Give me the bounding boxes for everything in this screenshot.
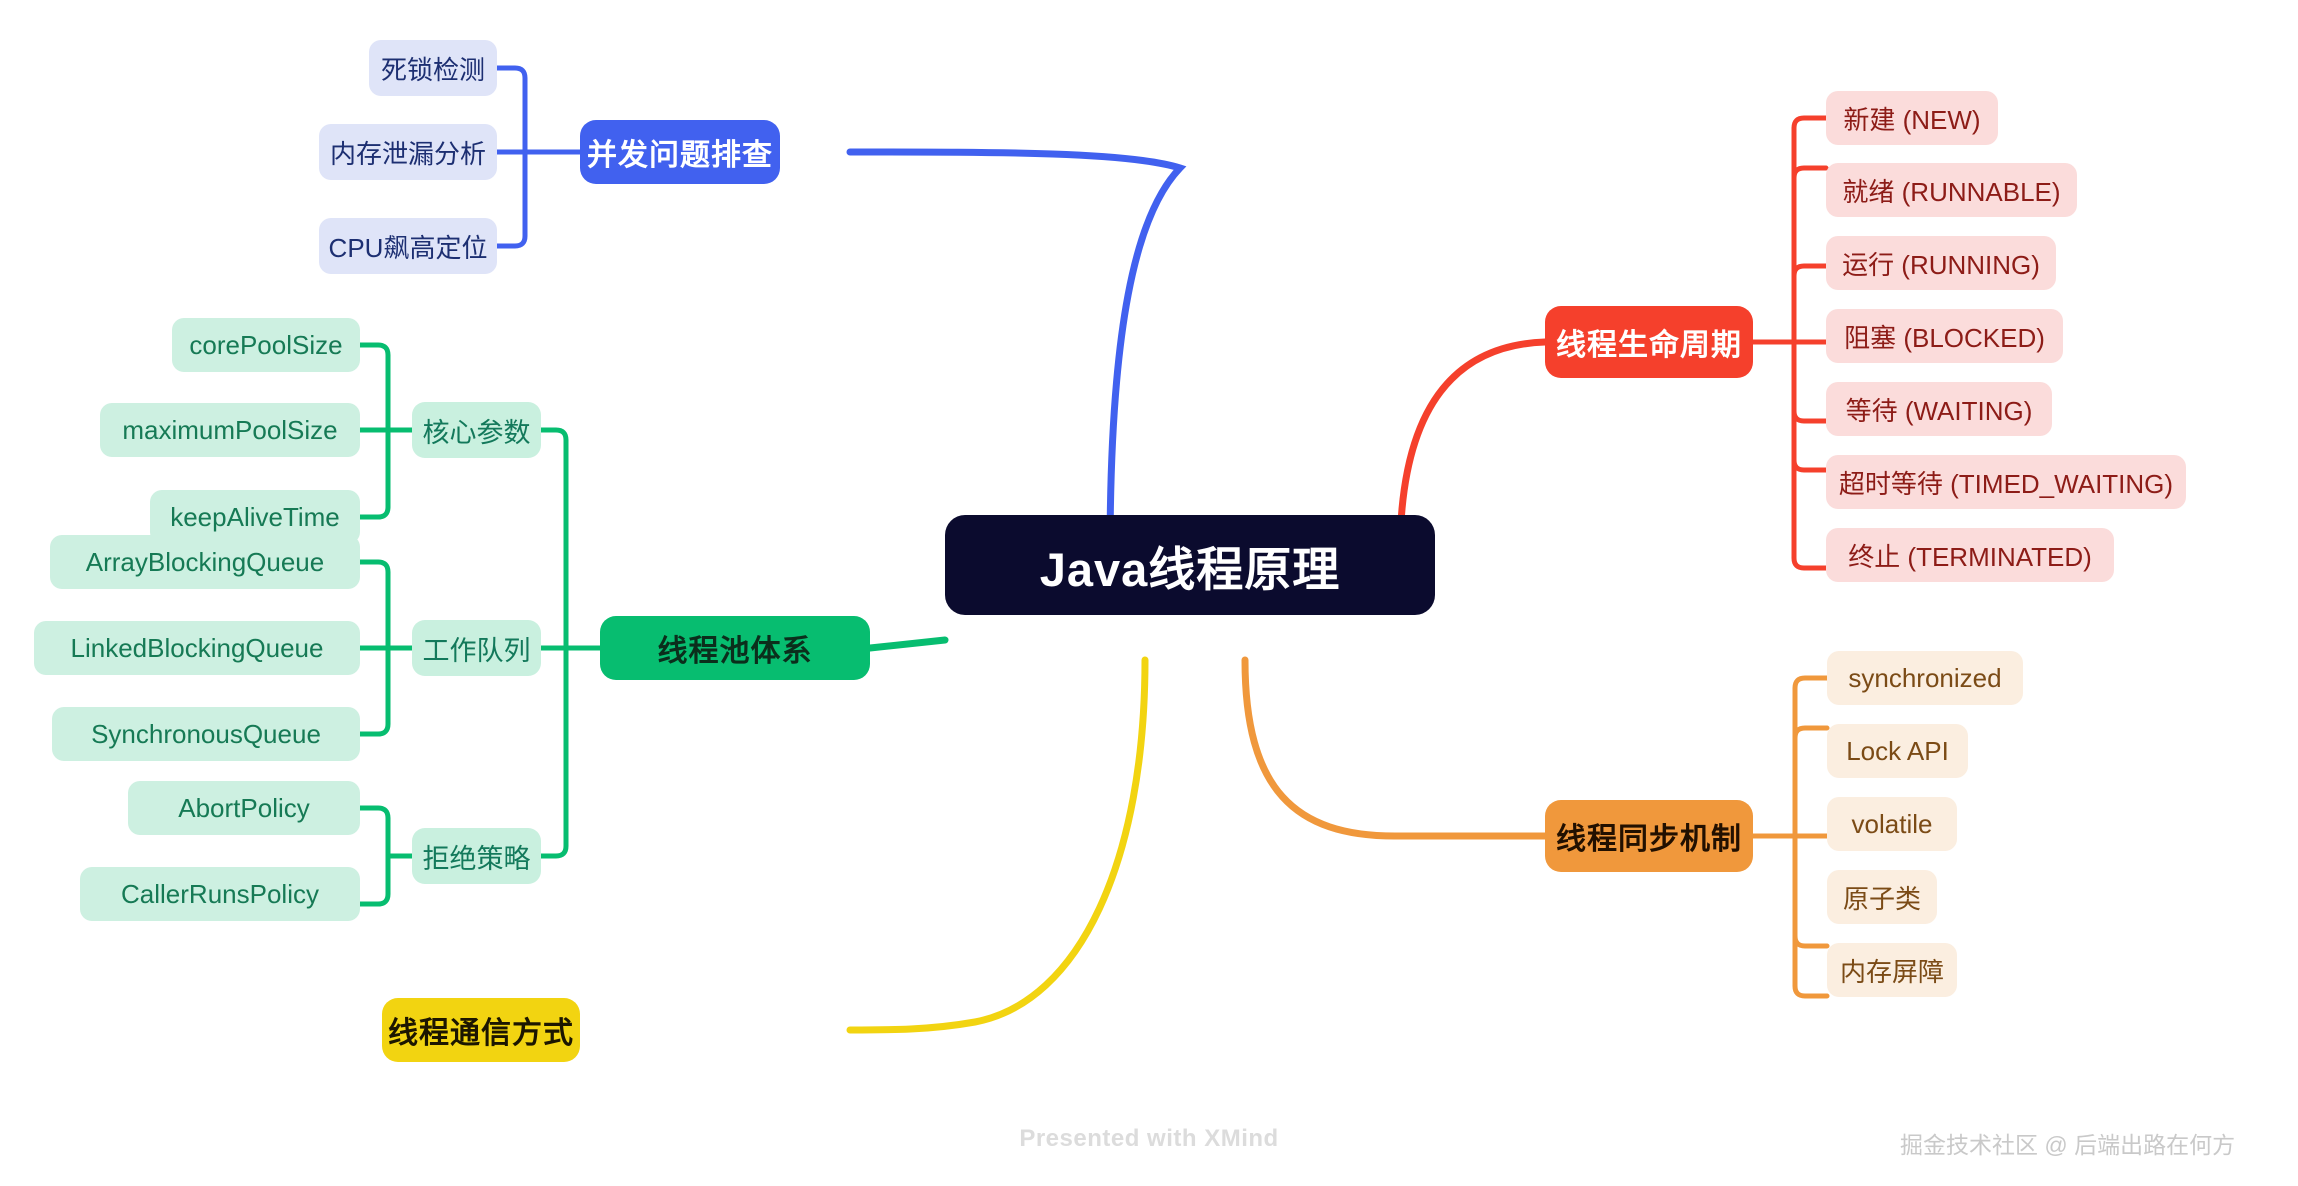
branch-label-thread-lifecycle: 线程生命周期 (1556, 329, 1742, 362)
leaf-label: SynchronousQueue (91, 718, 321, 749)
leaf-lock-api[interactable]: Lock API (1827, 724, 1968, 778)
leaf-label: 原子类 (1842, 883, 1921, 914)
group-node-rejection-policy[interactable]: 拒绝策略 (412, 828, 541, 884)
leaf-label: AbortPolicy (178, 792, 310, 823)
leaf-arrayblockingqueue[interactable]: ArrayBlockingQueue (50, 535, 360, 589)
leaf-state-new[interactable]: 新建 (NEW) (1826, 91, 1998, 145)
leaf-synchronized[interactable]: synchronized (1827, 651, 2023, 705)
leaf-label: 新建 (NEW) (1843, 104, 1981, 135)
leaf-state-blocked[interactable]: 阻塞 (BLOCKED) (1826, 309, 2063, 363)
branch-node-thread-pool-system[interactable]: 线程池体系 (600, 616, 870, 680)
leaf-label: 运行 (RUNNING) (1842, 249, 2040, 280)
leaf-synchronousqueue[interactable]: SynchronousQueue (52, 707, 360, 761)
leaf-label: 阻塞 (BLOCKED) (1844, 322, 2045, 353)
group-label: 工作队列 (422, 635, 531, 666)
link-root-concurrency (846, 148, 1187, 559)
link-workqueue-stubs (357, 559, 391, 737)
leaf-label: 等待 (WAITING) (1845, 395, 2033, 426)
leaf-cpu-spike-location[interactable]: CPU飙高定位 (319, 218, 497, 274)
link-root-lifecycle (1396, 338, 1549, 559)
leaf-state-terminated[interactable]: 终止 (TERMINATED) (1826, 528, 2114, 582)
leaf-maximumpoolsize[interactable]: maximumPoolSize (100, 403, 360, 457)
leaf-callerrunspolicy[interactable]: CallerRunsPolicy (80, 867, 360, 921)
link-root-communication (846, 656, 1149, 1034)
link-root-threadpool (866, 636, 949, 652)
root-node[interactable]: Java线程原理 (945, 515, 1435, 615)
leaf-label: 死锁检测 (380, 54, 485, 85)
leaf-label: Lock API (1846, 735, 1949, 766)
link-sync-stubs (1792, 675, 1830, 999)
branch-node-thread-communication[interactable]: 线程通信方式 (382, 998, 580, 1062)
link-rejectpolicy-stubs (357, 805, 391, 907)
leaf-abortpolicy[interactable]: AbortPolicy (128, 781, 360, 835)
leaf-label: volatile (1851, 808, 1933, 839)
author-watermark: 掘金技术社区 @ 后端出路在何方 (1900, 1132, 2236, 1158)
leaf-volatile[interactable]: volatile (1827, 797, 1957, 851)
leaf-label: keepAliveTime (170, 501, 340, 532)
leaf-atomic-classes[interactable]: 原子类 (1827, 870, 1937, 924)
group-node-work-queue[interactable]: 工作队列 (412, 620, 541, 676)
leaf-state-timed-waiting[interactable]: 超时等待 (TIMED_WAITING) (1826, 455, 2186, 509)
link-coreparams-stubs (357, 342, 391, 520)
branch-label-thread-synchronization: 线程同步机制 (1556, 823, 1742, 856)
leaf-label: 就绪 (RUNNABLE) (1842, 176, 2061, 207)
leaf-label: ArrayBlockingQueue (85, 546, 325, 577)
branch-label-concurrency-troubleshooting: 并发问题排查 (587, 139, 773, 172)
group-label: 核心参数 (422, 417, 531, 448)
leaf-label: LinkedBlockingQueue (70, 632, 324, 663)
link-concurrency-spine (494, 65, 538, 249)
leaf-state-waiting[interactable]: 等待 (WAITING) (1826, 382, 2052, 436)
link-lifecycle-stubs (1791, 115, 1829, 571)
branch-node-thread-synchronization[interactable]: 线程同步机制 (1545, 800, 1753, 872)
leaf-label: corePoolSize (189, 329, 343, 360)
group-node-core-parameters[interactable]: 核心参数 (412, 402, 541, 458)
leaf-label: synchronized (1848, 662, 2002, 693)
link-threadpool-spine-caps (538, 427, 569, 859)
leaf-memory-leak-analysis[interactable]: 内存泄漏分析 (319, 124, 497, 180)
branch-label-thread-communication: 线程通信方式 (388, 1017, 574, 1050)
group-label: 拒绝策略 (422, 843, 531, 874)
xmind-attribution: Presented with XMind (1019, 1125, 1279, 1152)
leaf-linkedblockingqueue[interactable]: LinkedBlockingQueue (34, 621, 360, 675)
leaf-label: maximumPoolSize (122, 414, 338, 445)
branch-node-concurrency-troubleshooting[interactable]: 并发问题排查 (580, 120, 780, 184)
leaf-label: 超时等待 (TIMED_WAITING) (1838, 468, 2174, 499)
link-lifecycle-stub-runnable (1794, 217, 1826, 227)
link-root-sync (1241, 656, 1549, 840)
root-label: Java线程原理 (1039, 542, 1341, 596)
leaf-state-runnable[interactable]: 就绪 (RUNNABLE) (1826, 163, 2077, 217)
leaf-label: 内存屏障 (1839, 956, 1944, 987)
branch-label-thread-pool-system: 线程池体系 (657, 635, 813, 668)
leaf-label: CPU飙高定位 (328, 232, 488, 263)
leaf-memory-barrier[interactable]: 内存屏障 (1827, 943, 1957, 997)
leaf-label: CallerRunsPolicy (121, 878, 319, 909)
leaf-state-running[interactable]: 运行 (RUNNING) (1826, 236, 2056, 290)
leaf-label: 内存泄漏分析 (329, 138, 486, 169)
leaf-deadlock-detection[interactable]: 死锁检测 (369, 40, 497, 96)
branch-node-thread-lifecycle[interactable]: 线程生命周期 (1545, 306, 1753, 378)
leaf-label: 终止 (TERMINATED) (1848, 541, 2092, 572)
leaf-corepoolsize[interactable]: corePoolSize (172, 318, 360, 372)
